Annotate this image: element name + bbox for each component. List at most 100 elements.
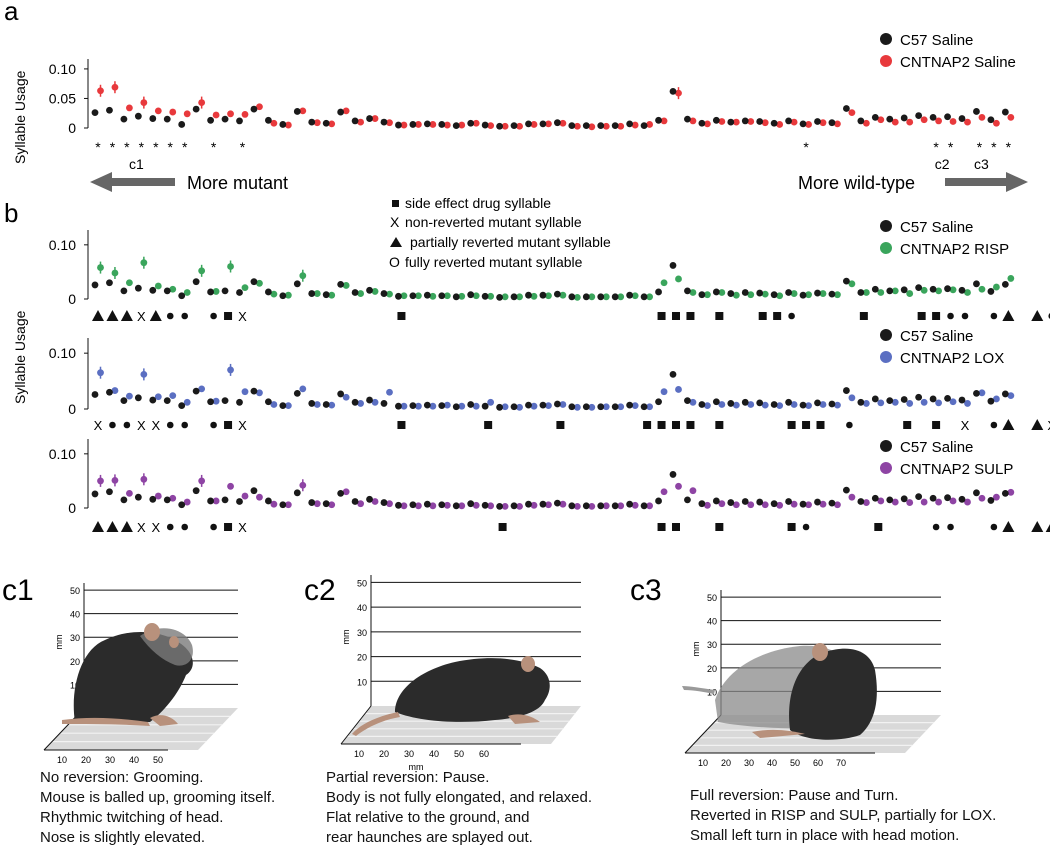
caption-line: Partial reversion: Pause. [326,769,490,786]
c57-point [496,403,503,411]
mutant-point [371,115,379,122]
c57-point [915,393,923,401]
reverted-marker [990,421,998,429]
mutant-point [198,99,206,106]
side-effect-marker [758,312,767,320]
c57-point [438,402,446,410]
c57-point [727,499,735,506]
mutant-point [443,401,451,409]
mutant-point [848,109,856,117]
significance-star: * [933,139,939,155]
mutant-point [877,399,885,407]
mutant-point [328,120,336,128]
mutant-point [516,122,523,130]
c57-point [192,105,200,113]
mouse-ear-icon [169,636,179,648]
c57-point [698,401,706,408]
c57-point [207,398,215,406]
mutant-point [400,292,408,300]
c57-point [452,293,460,301]
grid-y-label: mm [54,635,64,650]
mutant-point [776,121,784,128]
c57-point [900,114,908,122]
caption-line: Full reversion: Pause and Turn. [690,787,899,804]
grid-x-tick: 40 [767,758,777,768]
mutant-point [689,289,697,296]
reverted-marker [210,421,217,429]
mutant-point [834,120,841,128]
side-effect-marker [787,421,796,429]
side-effect-marker [657,421,666,429]
mutant-point [790,290,798,297]
reverted-marker [990,312,998,320]
c57-point [366,396,373,404]
c57-point [611,502,619,510]
y-tick-label: 0.10 [49,345,76,361]
mutant-point [501,293,509,301]
c57-point [120,397,128,405]
mutant-point [400,502,408,510]
mutant-point [371,398,379,406]
c57-point [539,291,547,299]
mutant-point [704,501,711,509]
marker-legend: side effect drug syllable X non-reverted… [389,195,611,270]
c57-point [799,120,807,128]
non-reverted-marker: X [137,520,146,535]
c57-point [308,400,316,407]
grid-y-tick: 30 [357,628,367,638]
mutant-point [964,400,971,407]
significance-star: * [803,139,809,155]
mutant-point [545,292,552,300]
c57-point [1001,108,1009,116]
c57-point [178,402,186,410]
mutant-point [154,282,162,290]
callout-c3: c3 [974,156,989,172]
circle-marker-icon: O [389,254,400,270]
c57-point [640,403,648,411]
mutant-point [501,502,509,510]
c57-point [207,288,215,296]
mutant-point [920,286,928,294]
mutant-point [111,83,119,91]
mutant-point [891,498,899,506]
caption-line: Flat relative to the ground, and [326,809,530,826]
c57-point [250,487,258,495]
c57-point [568,403,576,411]
mutant-point [386,290,393,298]
caption-c1: No reversion: Grooming. Mouse is balled … [40,768,275,848]
mutant-point [935,117,942,125]
mutant-point [718,401,726,408]
c57-point [900,396,908,403]
mutant-point [545,120,552,128]
side-effect-marker [397,421,406,429]
significance-star: * [182,139,188,155]
side-effect-marker [224,312,233,320]
significance-star: * [153,139,159,155]
mutant-point [256,389,263,397]
c57-point [366,495,373,503]
c57-point [525,120,532,128]
c57-point [481,292,489,300]
mutant-point [617,502,625,510]
c57-point [886,287,894,295]
c57-point [626,120,634,128]
mutant-point [689,398,697,406]
legend-c57-label: C57 Saline [900,219,973,236]
significance-star: * [139,139,145,155]
c57-point [351,498,359,505]
mutant-point [631,121,639,129]
c57-point [366,286,373,294]
legend-c57-marker [880,220,892,232]
mutant-point [241,492,249,500]
c57-point [814,498,821,506]
mutant-point [559,291,567,299]
c57-point [582,293,590,301]
side-effect-marker [657,312,666,320]
mutant-point [125,489,133,497]
mutant-point [776,402,784,410]
caption-c3: Full reversion: Pause and Turn. Reverted… [690,786,996,846]
c57-point [293,280,301,288]
c57-point [712,288,720,296]
c57-point [669,262,677,269]
